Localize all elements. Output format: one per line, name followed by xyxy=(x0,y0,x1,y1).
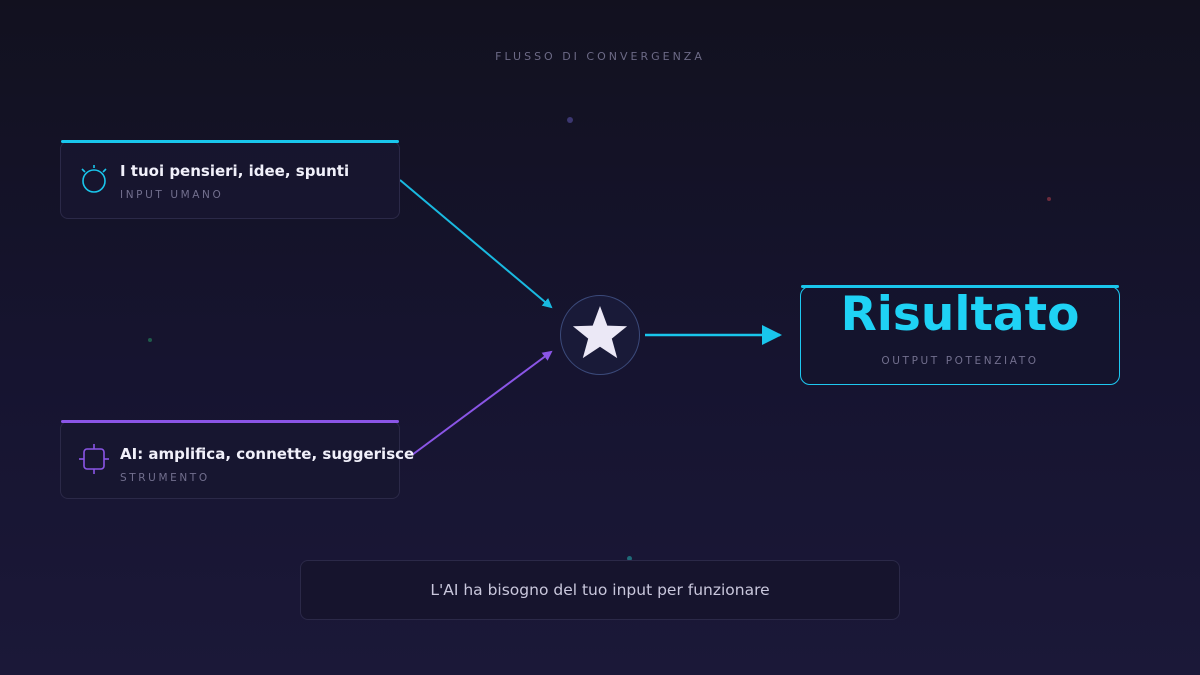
ai-tool-title: AI: amplifica, connette, suggerisce xyxy=(120,445,415,463)
particle-dot xyxy=(148,338,152,342)
star-icon xyxy=(572,306,628,359)
diagram-overline: FLUSSO DI CONVERGENZA xyxy=(495,50,705,63)
arrow-ai-to-hub xyxy=(411,350,553,456)
result-title: Risultato xyxy=(840,287,1080,342)
human-input-card: I tuoi pensieri, idee, spunti INPUT UMAN… xyxy=(60,140,400,219)
card-accent-bar xyxy=(61,140,399,143)
particle-dot xyxy=(627,556,632,561)
ai-tool-subtitle: STRUMENTO xyxy=(120,472,210,484)
chip-icon xyxy=(79,444,109,474)
human-input-title: I tuoi pensieri, idee, spunti xyxy=(120,162,350,180)
card-accent-bar xyxy=(801,285,1119,288)
lightbulb-icon xyxy=(81,165,107,193)
footer-note: L'AI ha bisogno del tuo input per funzio… xyxy=(300,560,900,620)
convergence-hub xyxy=(560,295,640,375)
result-subtitle: OUTPUT POTENZIATO xyxy=(881,355,1039,367)
human-input-subtitle: INPUT UMANO xyxy=(120,189,224,201)
card-accent-bar xyxy=(61,420,399,423)
ai-tool-card: AI: amplifica, connette, suggerisce STRU… xyxy=(60,420,414,499)
particle-dot xyxy=(567,117,573,123)
arrow-input-to-hub xyxy=(399,179,553,309)
result-card: Risultato OUTPUT POTENZIATO xyxy=(800,285,1120,385)
particle-dot xyxy=(1047,197,1051,201)
